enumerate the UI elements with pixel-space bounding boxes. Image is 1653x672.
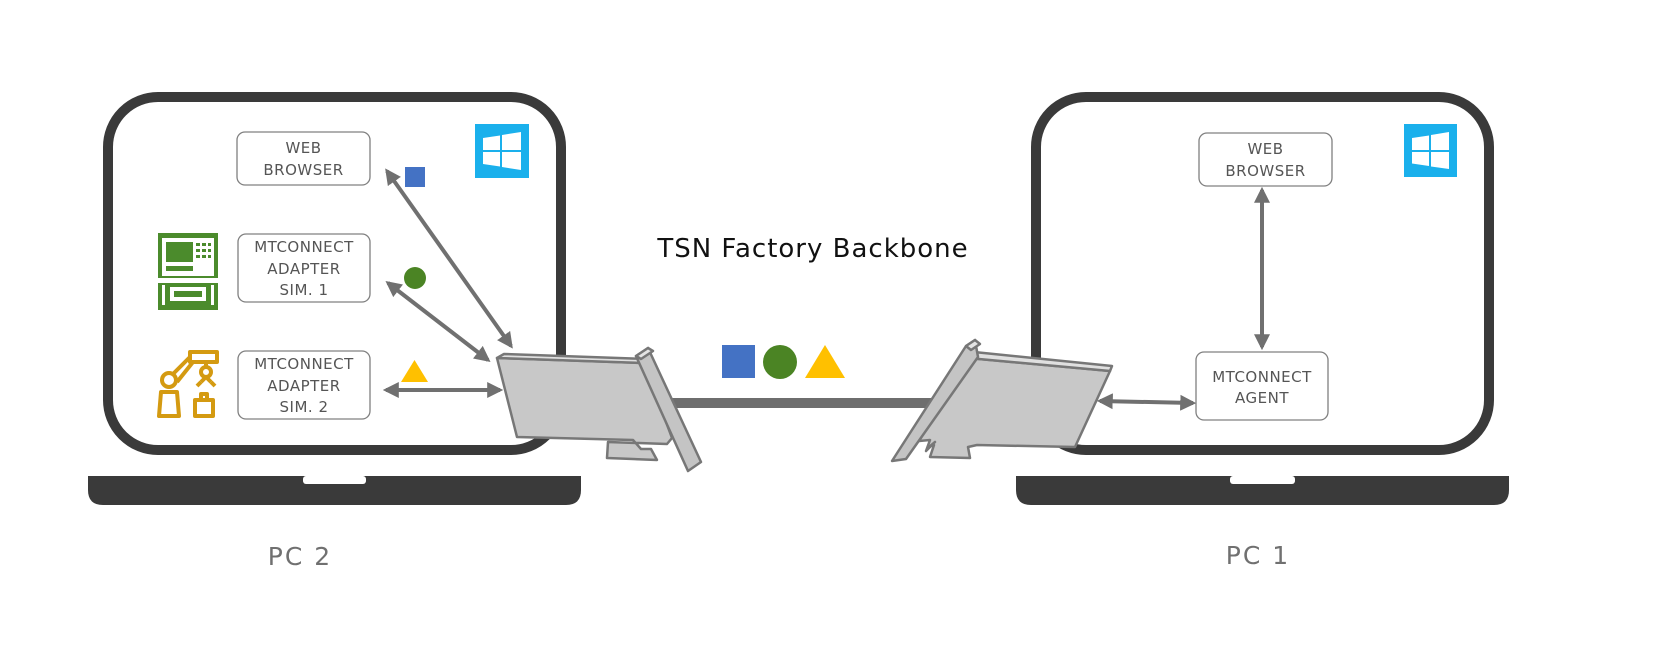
pc1-mtconnect-agent-box: MTCONNECT AGENT: [1195, 351, 1329, 421]
pc2-web-browser-line2: BROWSER: [263, 161, 343, 179]
arrow-adapter1-to-card: [385, 281, 491, 362]
pc1-web-browser-box: WEB BROWSER: [1198, 132, 1333, 187]
network-card-left: [495, 346, 703, 473]
green-circle-symbol: [404, 267, 426, 289]
pc2-adapter-sim2-box: MTCONNECT ADAPTER SIM. 2: [237, 350, 371, 420]
blue-square-symbol: [405, 167, 425, 187]
pc1-trackpad-notch: [1230, 476, 1295, 484]
pc2-label: PC 2: [268, 542, 332, 571]
pc2-web-browser-box: WEB BROWSER: [236, 131, 371, 186]
adapter1-line3: SIM. 1: [280, 281, 329, 299]
arrows: [382, 168, 1270, 411]
adapter2-line3: SIM. 2: [280, 398, 329, 416]
adapter1-line2: ADAPTER: [267, 260, 340, 278]
agent-line2: AGENT: [1235, 389, 1289, 407]
arrow-card-to-agent: [1096, 393, 1197, 411]
robot-arm-icon: [157, 350, 219, 418]
pc2-adapter-sim1-box: MTCONNECT ADAPTER SIM. 1: [237, 233, 371, 303]
adapter1-line1: MTCONNECT: [254, 238, 354, 256]
network-card-right: [890, 338, 1114, 463]
pc1-laptop-base: [1016, 476, 1509, 505]
cnc-machine-icon: [158, 233, 218, 310]
adapter2-line1: MTCONNECT: [254, 355, 354, 373]
backbone-data-symbols: [722, 345, 845, 379]
yellow-triangle-symbol: [805, 345, 845, 378]
blue-square-symbol: [722, 345, 755, 378]
diagram-title: TSN Factory Backbone: [656, 234, 968, 264]
pc2-laptop-base: [88, 476, 581, 505]
pc2-trackpad-notch: [303, 476, 366, 484]
pc2-web-browser-line1: WEB: [285, 139, 321, 157]
windows-logo-icon: [475, 124, 529, 178]
pc1-label: PC 1: [1226, 541, 1290, 570]
windows-logo-icon: [1404, 124, 1457, 177]
green-circle-symbol: [763, 345, 797, 379]
pc1-web-browser-line2: BROWSER: [1225, 162, 1305, 180]
yellow-triangle-symbol: [401, 360, 428, 382]
pc1-web-browser-line1: WEB: [1247, 140, 1283, 158]
adapter2-line2: ADAPTER: [267, 377, 340, 395]
agent-line1: MTCONNECT: [1212, 368, 1312, 386]
